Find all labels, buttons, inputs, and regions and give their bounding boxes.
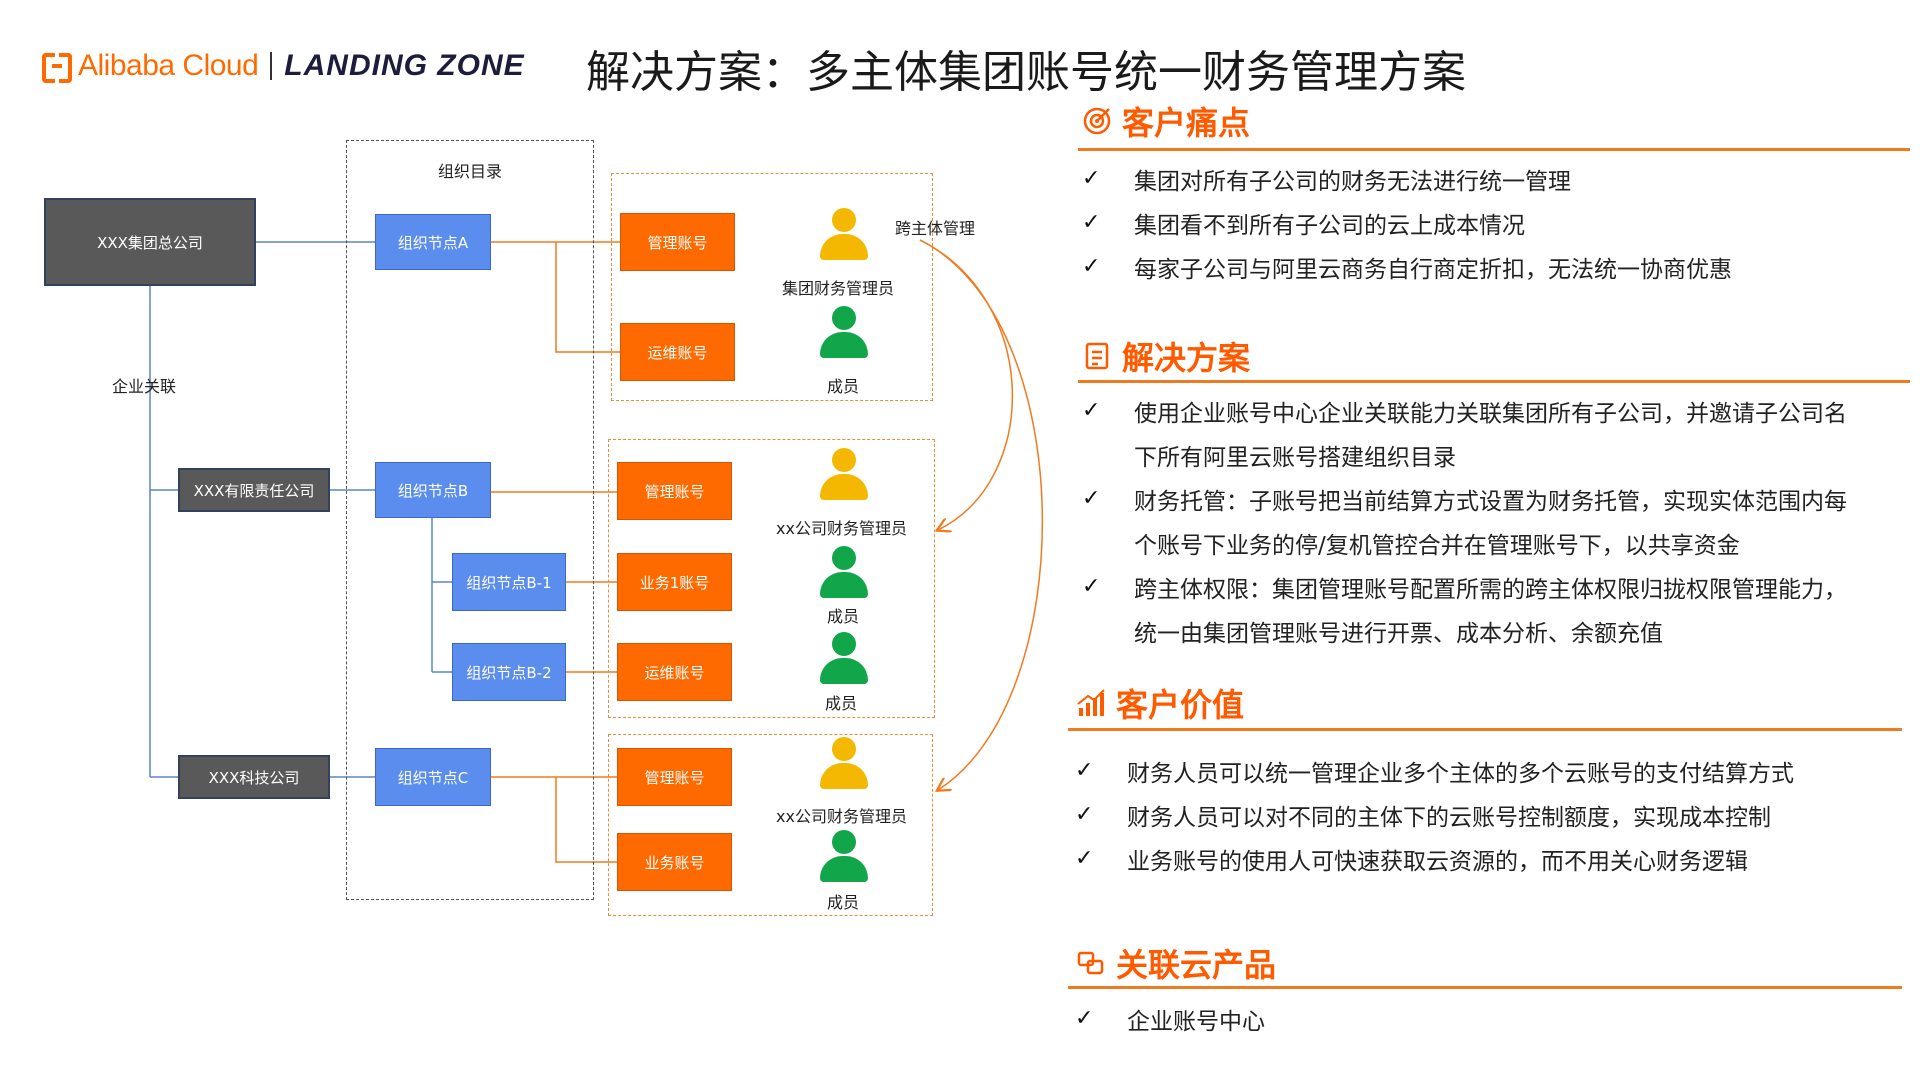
- company-finance-admin-label: xx公司财务管理员: [776, 519, 907, 538]
- member-icon: [818, 306, 870, 358]
- company-finance-admin-label: xx公司财务管理员: [776, 807, 907, 826]
- section-title: 关联云产品: [1116, 946, 1277, 984]
- section-value-header: 客户价值: [1076, 680, 1244, 726]
- section-related-products-header: 关联云产品: [1076, 940, 1276, 986]
- logo-separator: [270, 52, 273, 80]
- org-node-b2[interactable]: 组织节点B-2: [452, 643, 566, 701]
- section-title: 客户痛点: [1122, 104, 1251, 142]
- check-icon: ✓: [1075, 1006, 1094, 1031]
- value-item: 业务账号的使用人可快速获取云资源的，而不用关心财务逻辑: [1127, 849, 1748, 875]
- solution-item: 财务托管：子账号把当前结算方式设置为财务托管，实现实体范围内每: [1134, 489, 1847, 515]
- enterprise-link-label: 企业关联: [112, 377, 177, 396]
- account-ops-a[interactable]: 运维账号: [620, 323, 735, 381]
- account-business1-b[interactable]: 业务1账号: [617, 553, 732, 611]
- section-pain-points-header: 客户痛点: [1082, 98, 1250, 144]
- company-tech[interactable]: XXX科技公司: [178, 755, 330, 799]
- logo-brand-text: Alibaba Cloud: [78, 49, 259, 82]
- related-product-item[interactable]: 企业账号中心: [1127, 1009, 1265, 1035]
- org-node-a[interactable]: 组织节点A: [375, 214, 491, 270]
- section-title: 解决方案: [1122, 339, 1251, 377]
- value-item: 财务人员可以统一管理企业多个主体的多个云账号的支付结算方式: [1127, 761, 1794, 787]
- org-node-c[interactable]: 组织节点C: [375, 748, 491, 806]
- alibaba-logo-icon: [42, 53, 72, 83]
- member-label: 成员: [825, 694, 858, 713]
- org-node-b[interactable]: 组织节点B: [375, 462, 491, 518]
- check-icon: ✓: [1082, 166, 1101, 191]
- member-label: 成员: [827, 893, 860, 912]
- section-title: 客户价值: [1116, 686, 1245, 724]
- finance-admin-icon: [818, 208, 870, 260]
- check-icon: ✓: [1082, 574, 1101, 599]
- org-directory-label: 组织目录: [438, 162, 503, 181]
- logo-product-text: LANDING ZONE: [284, 49, 525, 82]
- page-title: 解决方案：多主体集团账号统一财务管理方案: [586, 47, 1466, 98]
- check-icon: ✓: [1082, 398, 1101, 423]
- growth-chart-icon: [1076, 688, 1106, 718]
- group-finance-admin-label: 集团财务管理员: [782, 279, 895, 298]
- document-icon: [1082, 341, 1112, 371]
- finance-admin-icon: [818, 737, 870, 789]
- solution-item: 跨主体权限：集团管理账号配置所需的跨主体权限归拢权限管理能力，: [1134, 577, 1847, 603]
- org-node-b1[interactable]: 组织节点B-1: [452, 553, 566, 611]
- finance-admin-icon: [818, 448, 870, 500]
- check-icon: ✓: [1082, 210, 1101, 235]
- linked-products-icon: [1076, 948, 1106, 978]
- account-group-b: [608, 439, 935, 718]
- solution-item-continued: 统一由集团管理账号进行开票、成本分析、余额充值: [1134, 621, 1663, 647]
- check-icon: ✓: [1082, 254, 1101, 279]
- account-management-c[interactable]: 管理账号: [617, 748, 732, 806]
- section-divider: [1078, 148, 1910, 151]
- check-icon: ✓: [1082, 486, 1101, 511]
- section-solution-header: 解决方案: [1082, 333, 1250, 379]
- org-directory-frame: [346, 140, 594, 900]
- alibaba-cloud-logo: Alibaba Cloud LANDING ZONE: [42, 48, 525, 84]
- pain-point-item: 集团看不到所有子公司的云上成本情况: [1134, 213, 1525, 239]
- account-group-c: [608, 734, 933, 916]
- solution-item-continued: 下所有阿里云账号搭建组织目录: [1134, 445, 1456, 471]
- member-icon: [818, 632, 870, 684]
- member-label: 成员: [827, 377, 860, 396]
- value-item: 财务人员可以对不同的主体下的云账号控制额度，实现成本控制: [1127, 805, 1771, 831]
- company-group-hq[interactable]: XXX集团总公司: [44, 198, 256, 286]
- pain-point-item: 每家子公司与阿里云商务自行商定折扣，无法统一协商优惠: [1134, 257, 1732, 283]
- section-divider: [1068, 728, 1902, 731]
- member-icon: [818, 830, 870, 882]
- member-icon: [818, 546, 870, 598]
- check-icon: ✓: [1075, 846, 1094, 871]
- account-business-c[interactable]: 业务账号: [617, 833, 732, 891]
- account-management-a[interactable]: 管理账号: [620, 213, 735, 271]
- check-icon: ✓: [1075, 802, 1094, 827]
- section-divider: [1068, 986, 1902, 989]
- account-group-a: [611, 173, 933, 401]
- company-llc[interactable]: XXX有限责任公司: [178, 468, 330, 512]
- member-label: 成员: [827, 607, 860, 626]
- account-management-b[interactable]: 管理账号: [617, 462, 732, 520]
- solution-item-continued: 个账号下业务的停/复机管控合并在管理账号下，以共享资金: [1134, 533, 1740, 559]
- check-icon: ✓: [1075, 758, 1094, 783]
- solution-item: 使用企业账号中心企业关联能力关联集团所有子公司，并邀请子公司名: [1134, 401, 1847, 427]
- cross-entity-label: 跨主体管理: [895, 219, 976, 238]
- target-icon: [1082, 106, 1112, 136]
- section-divider: [1078, 380, 1910, 383]
- pain-point-item: 集团对所有子公司的财务无法进行统一管理: [1134, 169, 1571, 195]
- account-ops-b[interactable]: 运维账号: [617, 643, 732, 701]
